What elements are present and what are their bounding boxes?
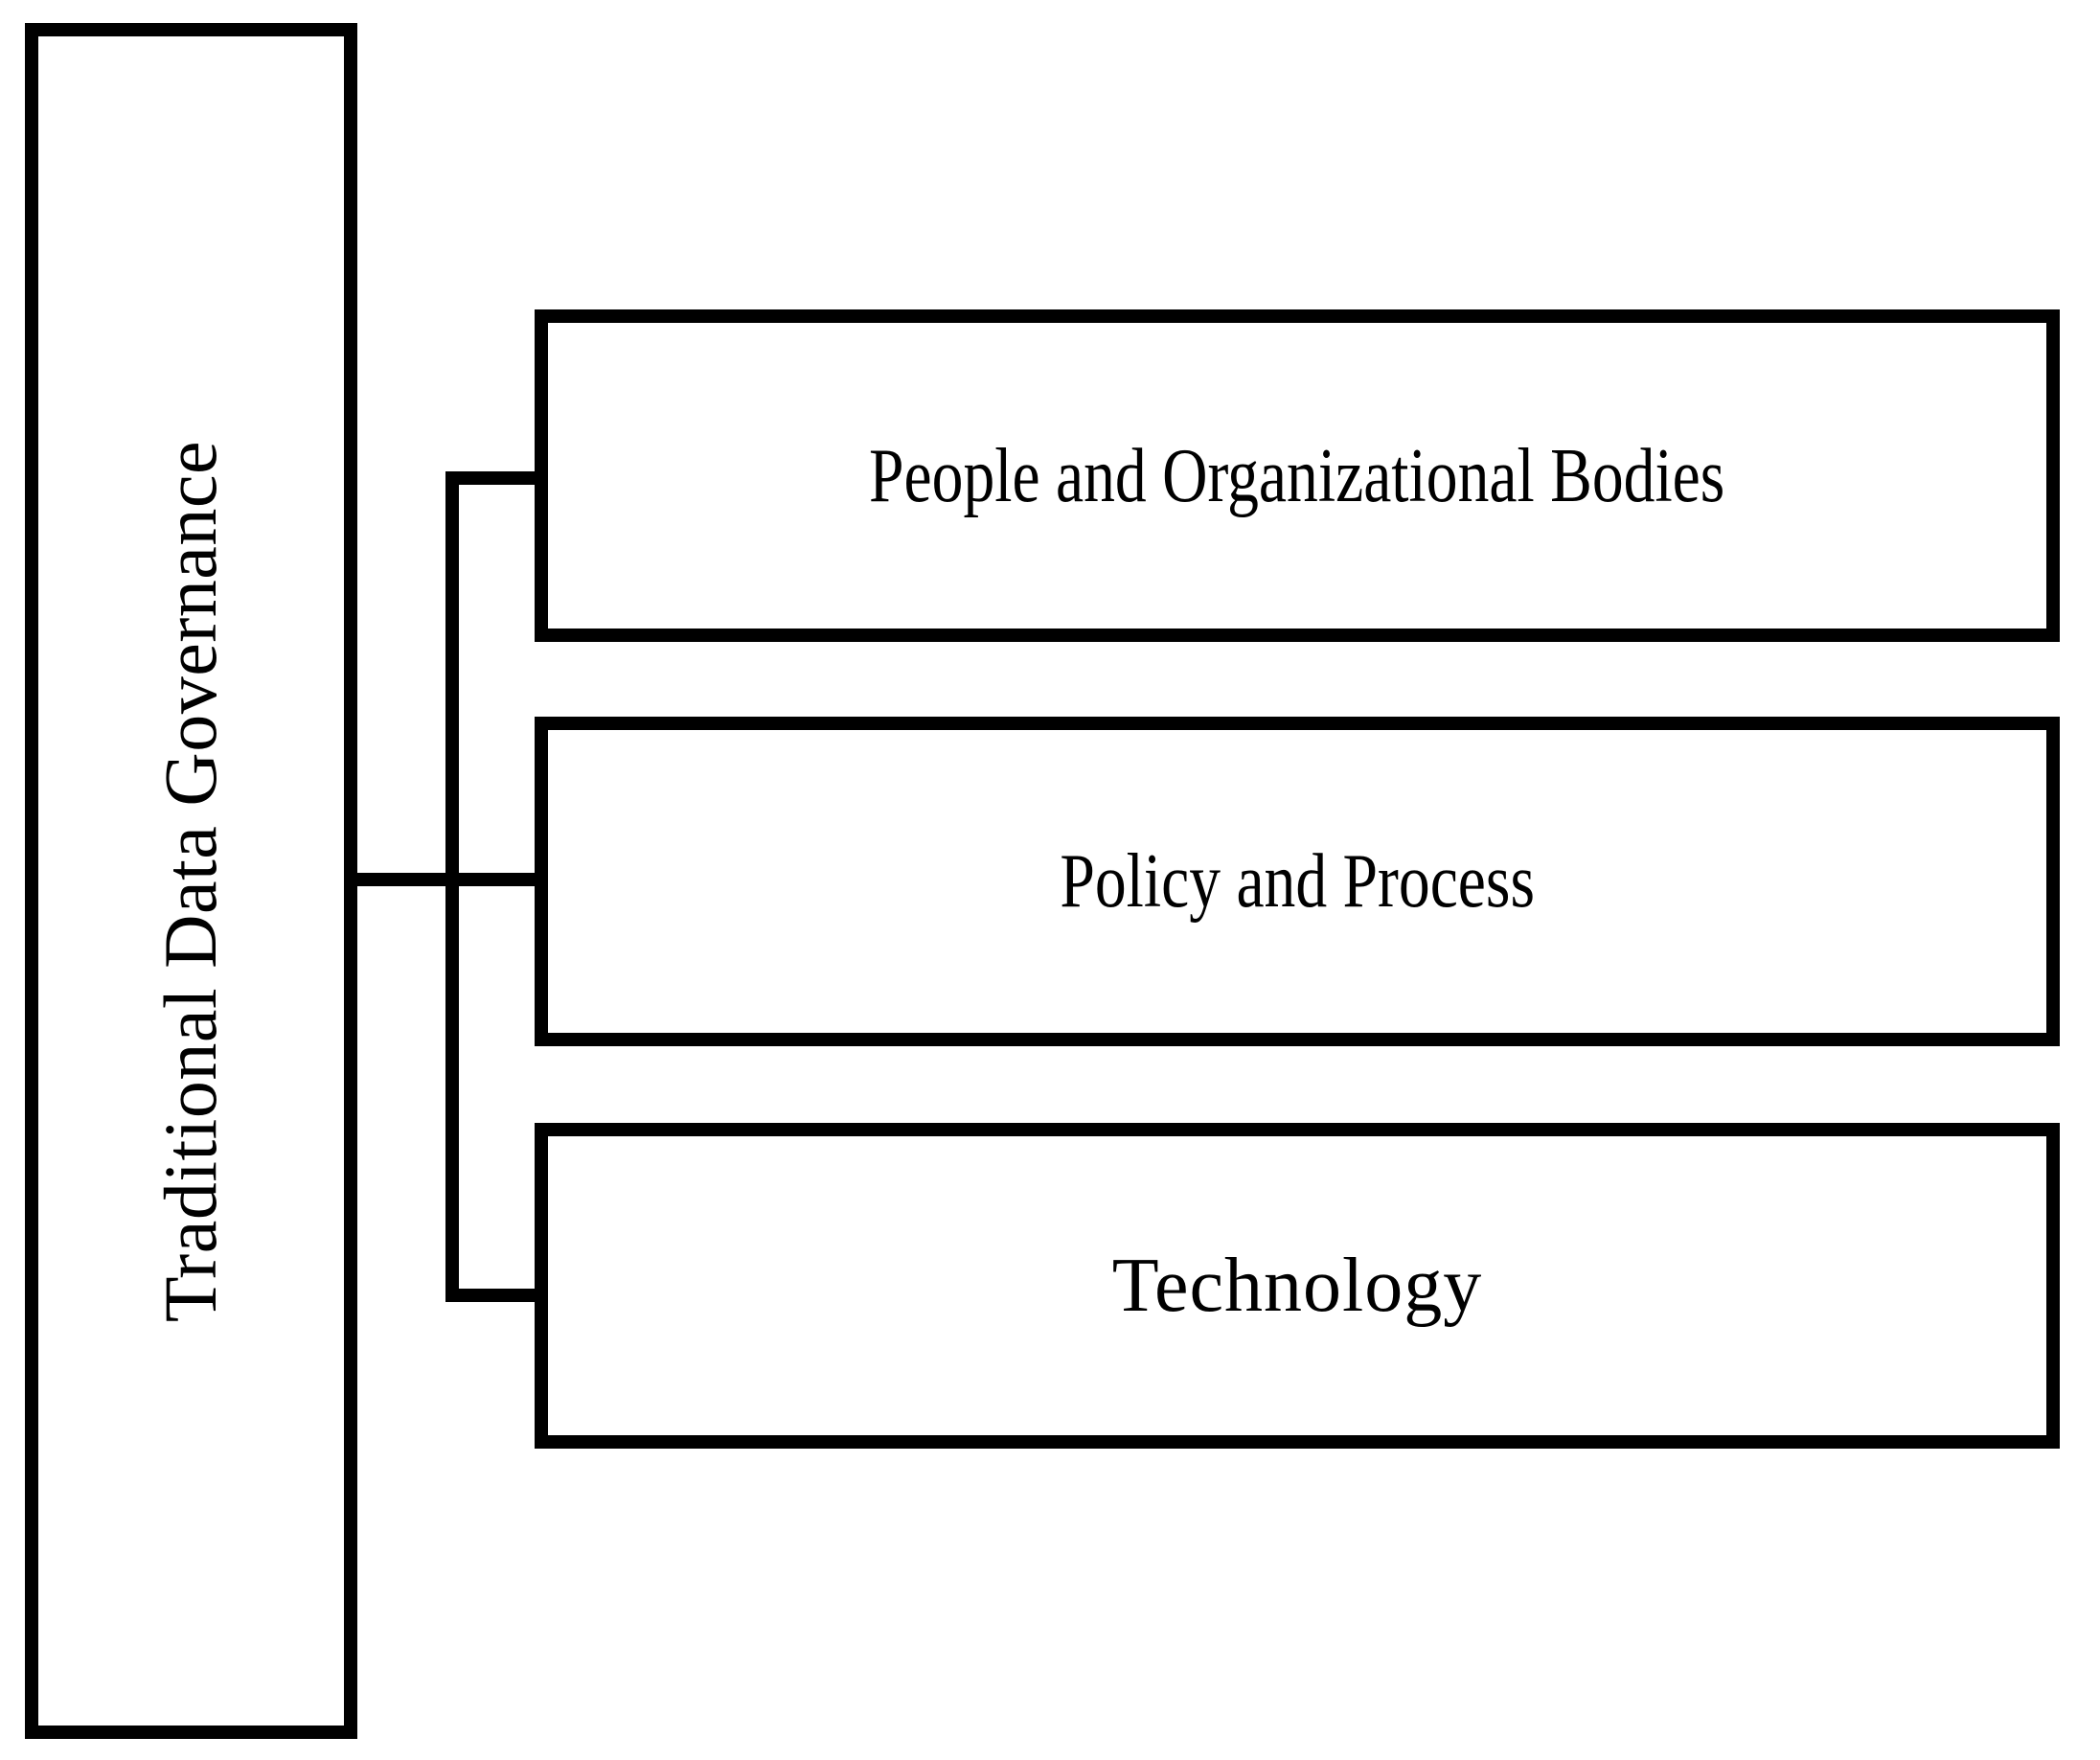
root-node-label: Traditional Data Governance	[148, 440, 233, 1322]
connector-trunk-to-branch-people	[445, 471, 541, 485]
root-node-traditional-data-governance[interactable]: Traditional Data Governance	[25, 23, 357, 1739]
connector-trunk-to-branch-policy	[445, 873, 541, 886]
connector-trunk-to-branch-technology	[445, 1289, 541, 1302]
branch-node-people-and-organizational-bodies[interactable]: People and Organizational Bodies	[535, 309, 2060, 642]
branch-node-label: Policy and Process	[1060, 839, 1535, 924]
branch-node-technology[interactable]: Technology	[535, 1123, 2060, 1449]
branch-node-label: People and Organizational Bodies	[869, 433, 1725, 518]
connector-vertical-trunk	[445, 471, 459, 1302]
branch-node-policy-and-process[interactable]: Policy and Process	[535, 717, 2060, 1046]
branch-node-label: Technology	[1111, 1244, 1483, 1328]
